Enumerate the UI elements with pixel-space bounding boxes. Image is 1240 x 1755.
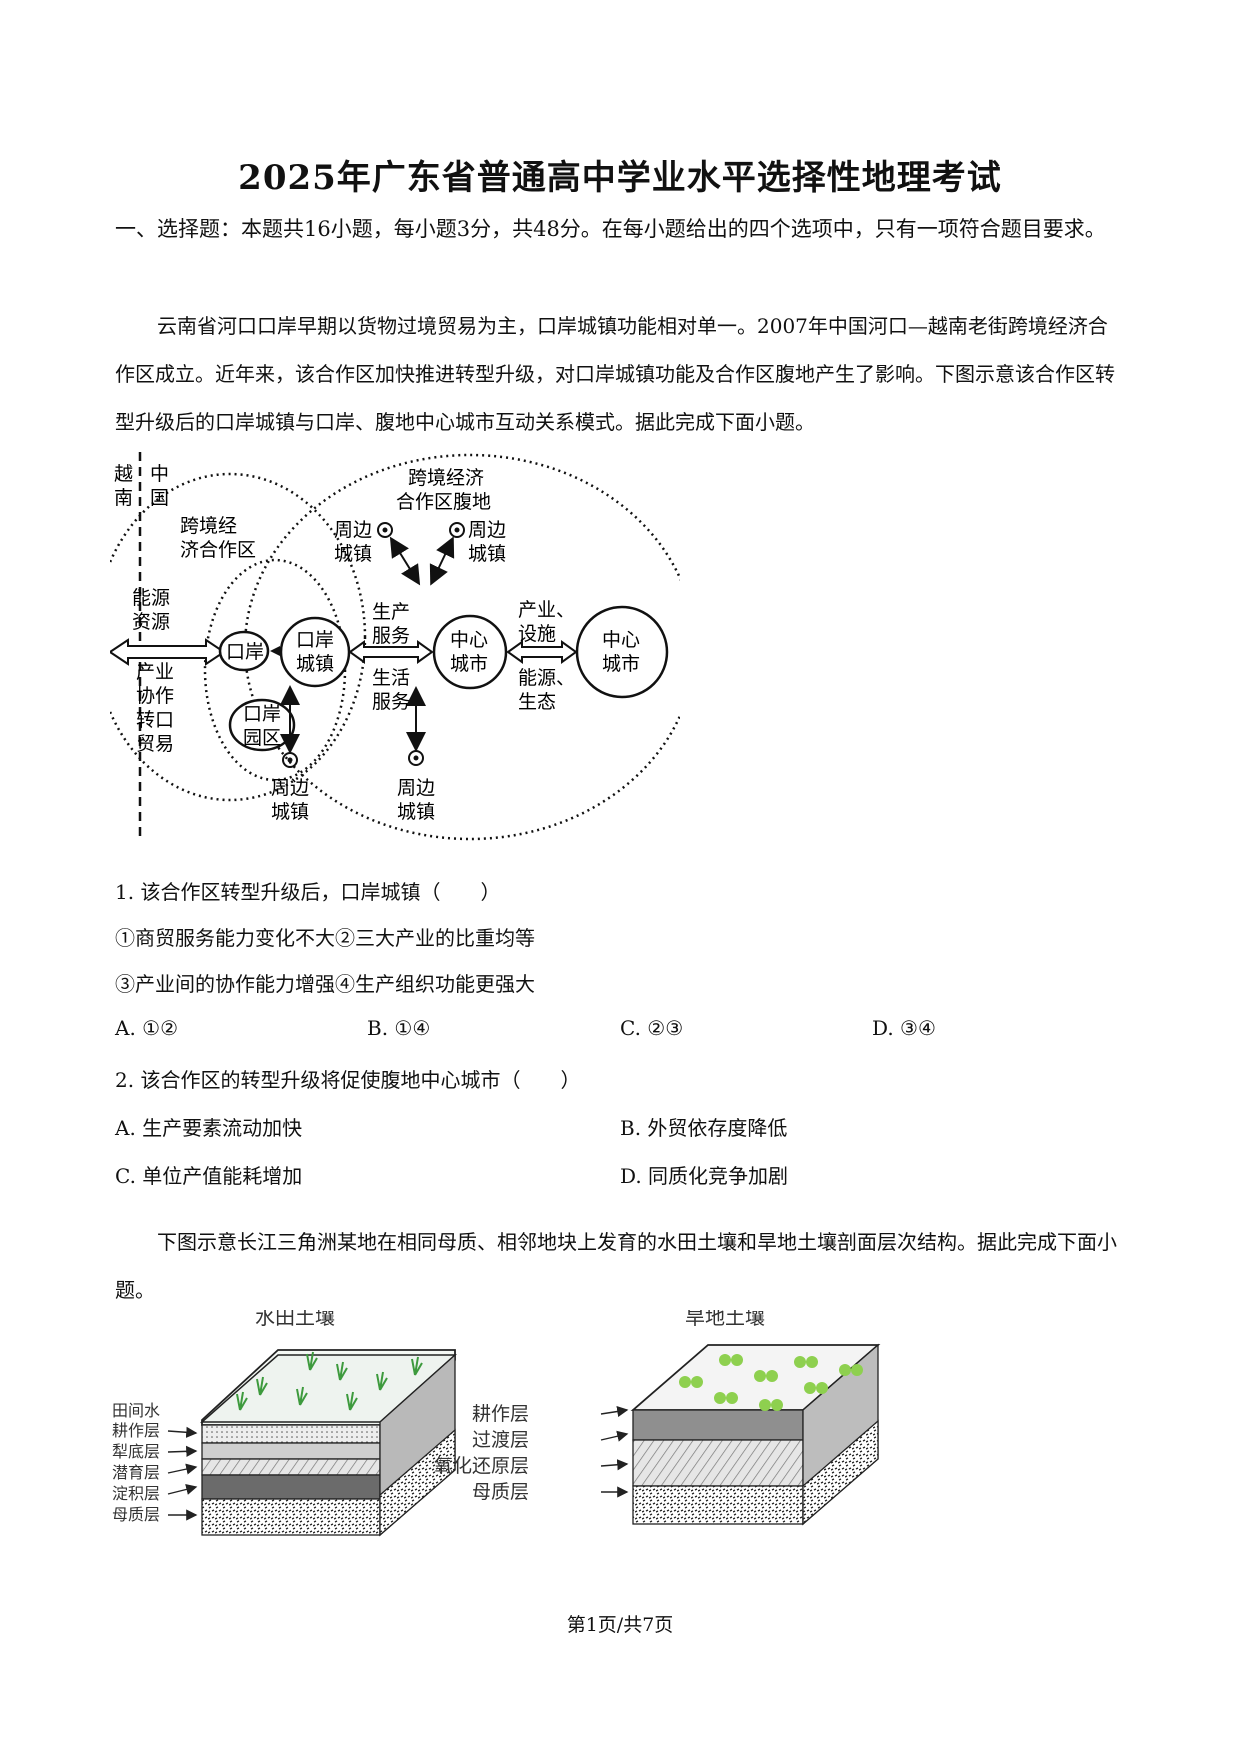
industry-label-2: 协作 (136, 685, 174, 707)
town-marker-2 (449, 522, 465, 538)
question-1-statements-1: ①商贸服务能力变化不大②三大产业的比重均等 (115, 926, 535, 950)
center-city-label-1: 中心 (450, 629, 488, 651)
ind-fac-label-1: 产业、 (518, 599, 575, 621)
port-label: 口岸 (226, 641, 264, 663)
q1-option-a[interactable]: A. ①② (115, 1016, 179, 1040)
dry-layer-label-3: 氧化还原层 (434, 1455, 529, 1477)
port-circle (218, 630, 270, 672)
port-link-arrow (270, 646, 280, 656)
dry-layer-label-1: 耕作层 (472, 1403, 529, 1425)
town-marker-1 (377, 522, 393, 538)
life-service-1: 生活 (372, 667, 410, 689)
arrow-town2 (429, 536, 455, 586)
q1-option-b[interactable]: B. ①④ (367, 1016, 431, 1040)
q2-option-c[interactable]: C. 单位产值能耗增加 (115, 1164, 303, 1188)
question-2-stem: 2. 该合作区的转型升级将促使腹地中心城市（ ） (115, 1068, 581, 1092)
town-label-3a: 周边 (271, 777, 309, 799)
paddy-layer-label-2: 耕作层 (112, 1421, 160, 1440)
dry-layer-label-4: 母质层 (472, 1481, 529, 1503)
town-label-2a: 周边 (468, 519, 506, 541)
town-label-4a: 周边 (397, 777, 435, 799)
paddy-layer-label-4: 潜育层 (112, 1463, 160, 1482)
life-service-2: 服务 (372, 691, 410, 713)
prod-service-2: 服务 (372, 625, 410, 647)
arrow-town1 (389, 536, 421, 586)
port-town-interaction-diagram: 跨境经 济合作区 跨境经济 合作区腹地 能源 资源 产业 协作 转口 贸易 口岸… (110, 452, 680, 842)
energy-label-1: 能源 (132, 587, 170, 609)
town-label-2b: 城镇 (468, 543, 506, 565)
q2-option-d[interactable]: D. 同质化竞争加剧 (620, 1164, 789, 1188)
town-label-3b: 城镇 (271, 801, 309, 823)
page-footer: 第1页/共7页 (566, 1614, 674, 1636)
eco-label-2: 生态 (518, 691, 556, 713)
industry-label-1: 产业 (136, 661, 174, 683)
center-city-label-2: 城市 (450, 653, 488, 675)
industry-label-4: 贸易 (136, 733, 174, 755)
service-double-arrow (348, 640, 434, 664)
paddy-layer-label-6: 母质层 (112, 1505, 160, 1524)
paddy-soil-block (200, 1349, 457, 1537)
cross-zone-ellipse (110, 472, 367, 802)
question-1-stem: 1. 该合作区转型升级后，口岸城镇（ ） (115, 880, 501, 904)
outer-center-label-1: 中心 (602, 629, 640, 651)
town-label-1a: 周边 (334, 519, 372, 541)
eco-label-1: 能源、 (518, 667, 575, 689)
q2-option-a[interactable]: A. 生产要素流动加快 (115, 1116, 303, 1140)
q1-option-c[interactable]: C. ②③ (620, 1016, 684, 1040)
industry-label-3: 转口 (136, 709, 174, 731)
port-town-label-2: 城镇 (296, 653, 334, 675)
dry-soil-title: 旱地土壤 (685, 1310, 765, 1329)
cross-zone-label-2: 济合作区 (180, 539, 256, 561)
paddy-layer-label-3: 犁底层 (112, 1442, 160, 1461)
hinterland-label-1: 跨境经济 (408, 467, 484, 489)
paddy-soil-title: 水田土壤 (255, 1310, 335, 1329)
intro-paragraph-1: 云南省河口口岸早期以货物过境贸易为主，口岸城镇功能相对单一。2007年中国河口—… (115, 314, 1115, 434)
outer-center-label-2: 城市 (602, 653, 640, 675)
industry-double-arrow (506, 640, 578, 664)
port-park-label-2: 园区 (243, 727, 281, 749)
port-park-label-1: 口岸 (243, 703, 281, 725)
intro-paragraph-2: 下图示意长江三角洲某地在相同母质、相邻地块上发育的水田土壤和旱地土壤剖面层次结构… (115, 1230, 1117, 1302)
town-marker-3 (282, 752, 298, 768)
town-marker-4 (408, 750, 424, 766)
port-town-label-1: 口岸 (296, 629, 334, 651)
center-city-circle (432, 614, 508, 690)
dry-soil-block (630, 1343, 881, 1526)
china-text: 中国 (150, 463, 169, 509)
q1-option-d[interactable]: D. ③④ (872, 1016, 936, 1040)
dry-layer-label-2: 过渡层 (472, 1429, 529, 1451)
ind-fac-label-2: 设施 (518, 623, 556, 645)
question-1-statements-2: ③产业间的协作能力增强④生产组织功能更强大 (115, 972, 535, 996)
page-title: 2025年广东省普通高中学业水平选择性地理考试 (238, 158, 1002, 198)
cross-zone-label-1: 跨境经 (180, 515, 237, 537)
hinterland-label-2: 合作区腹地 (396, 491, 491, 513)
vietnam-text: 越南 (114, 463, 133, 509)
q2-option-b[interactable]: B. 外贸依存度降低 (620, 1116, 788, 1140)
town-label-1b: 城镇 (334, 543, 372, 565)
town-label-4b: 城镇 (397, 801, 435, 823)
prod-service-1: 生产 (372, 601, 410, 623)
section-header: 一、选择题：本题共16小题，每小题3分，共48分。在每小题给出的四个选项中，只有… (115, 217, 1106, 241)
paddy-layer-label-1: 田间水 (112, 1401, 160, 1420)
paddy-layer-label-5: 淀积层 (112, 1484, 160, 1503)
energy-label-2: 资源 (132, 611, 170, 633)
soil-profile-diagram: 水田土壤 旱地土壤 田间水 耕作层 犁底层 潜育层 淀积层 母质层 (112, 1310, 881, 1537)
outer-center-city-circle (575, 605, 669, 699)
